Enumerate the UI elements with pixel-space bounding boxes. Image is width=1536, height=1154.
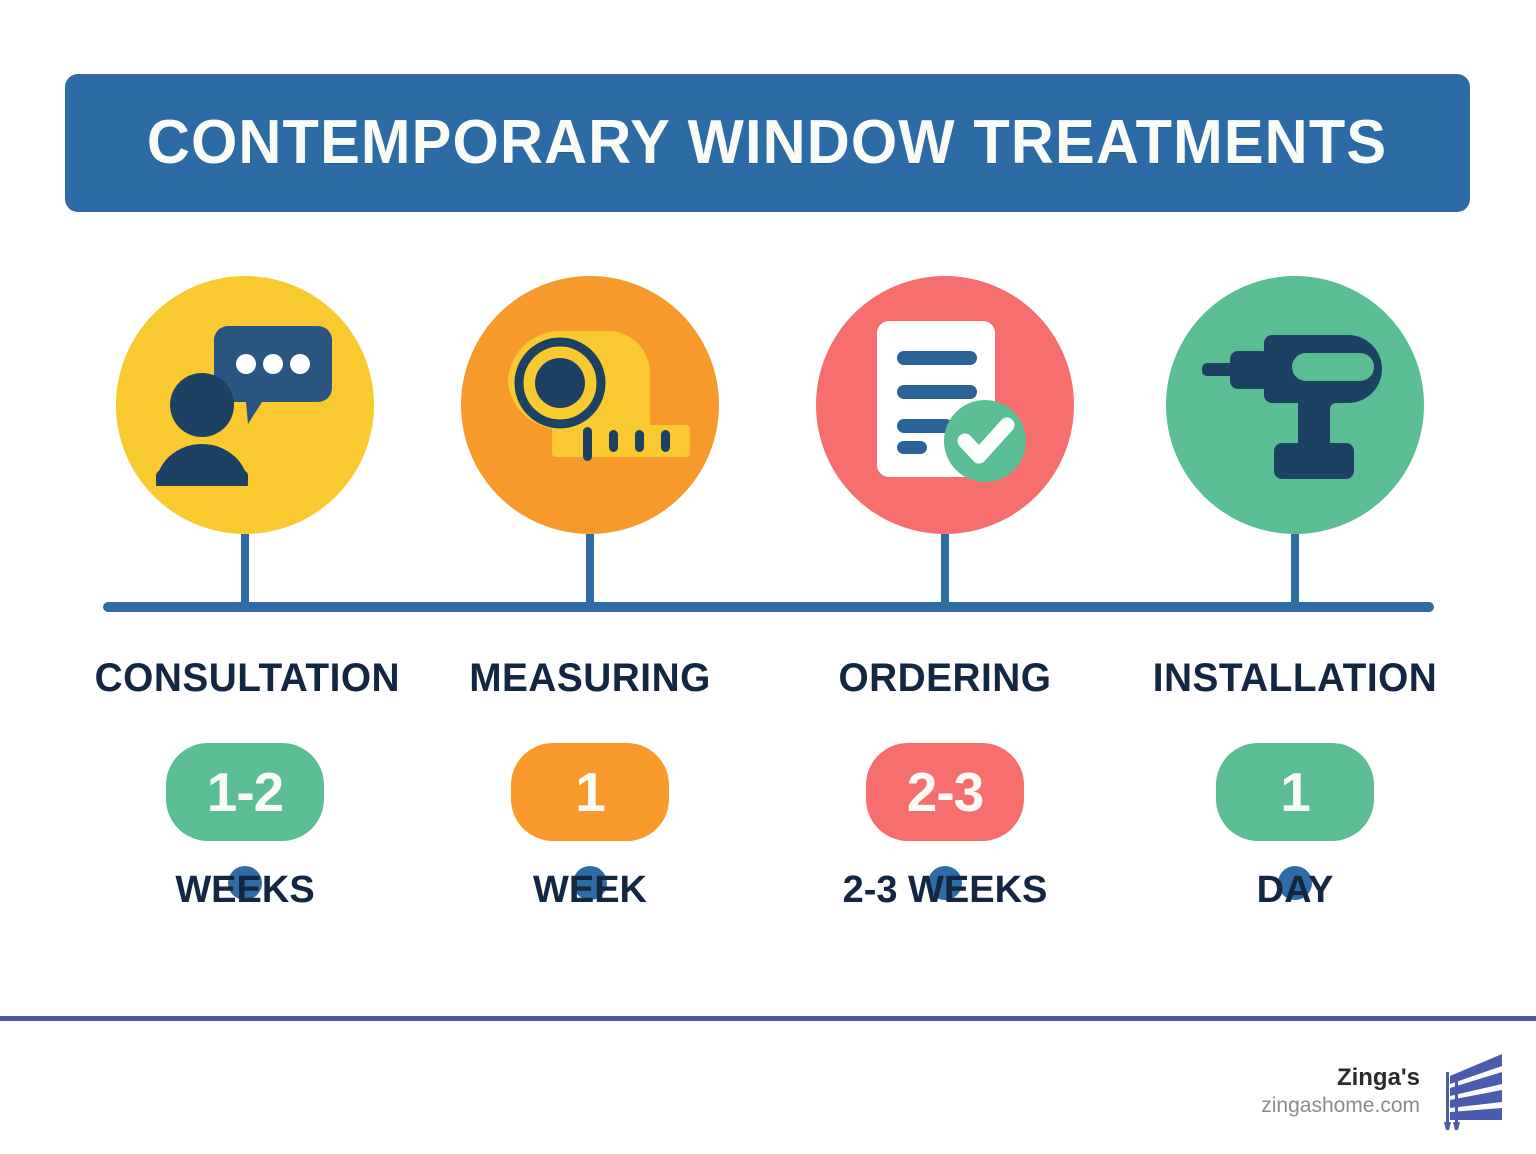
timeline-step-installation[interactable]: INSTALLATION 1 DAY	[1140, 276, 1450, 909]
timeline-node[interactable]	[228, 866, 262, 900]
timeline-node[interactable]	[573, 866, 607, 900]
power-drill-icon	[1202, 335, 1382, 479]
footer-divider	[0, 1016, 1536, 1021]
duration-badge-consultation: 1-2	[166, 743, 324, 841]
measuring-icon-circle	[461, 276, 719, 534]
step-label-measuring: MEASURING	[469, 656, 711, 700]
timeline-node[interactable]	[928, 866, 962, 900]
step-label-consultation: CONSULTATION	[94, 656, 401, 700]
timeline-step-consultation[interactable]: CONSULTATION 1-2 WEEKS	[90, 276, 400, 909]
timeline-node[interactable]	[1278, 866, 1312, 900]
person-speech-bubble-icon	[156, 326, 332, 486]
duration-unit-consultation: WEEKS	[175, 869, 315, 911]
duration-badge-measuring: 1	[511, 743, 669, 841]
ordering-icon-circle	[816, 276, 1074, 534]
duration-value: 2-3	[906, 760, 984, 823]
document-check-icon	[877, 321, 1026, 482]
duration-value: 1-2	[206, 760, 284, 823]
timeline-line	[103, 602, 1434, 612]
consultation-icon-circle	[116, 276, 374, 534]
timeline-step-ordering[interactable]: ORDERING 2-3 2-3 WEEKS	[790, 276, 1100, 909]
timeline-steps: CONSULTATION 1-2 WEEKS	[90, 276, 1450, 909]
duration-unit-measuring: WEEK	[533, 869, 647, 911]
step-label-ordering: ORDERING	[838, 656, 1052, 700]
duration-badge-installation: 1	[1216, 743, 1374, 841]
step-connector	[1291, 534, 1299, 609]
duration-badge-ordering: 2-3	[866, 743, 1024, 841]
duration-value: 1	[575, 760, 606, 823]
page-title: CONTEMPORARY WINDOW TREATMENTS	[147, 108, 1388, 177]
step-label-installation: INSTALLATION	[1152, 656, 1438, 700]
brand-url[interactable]: zingashome.com	[1261, 1093, 1420, 1117]
step-connector	[586, 534, 594, 609]
tape-measure-icon	[508, 331, 690, 461]
installation-icon-circle	[1166, 276, 1424, 534]
duration-value: 1	[1280, 760, 1311, 823]
duration-unit-installation: DAY	[1256, 869, 1334, 911]
footer: Zinga's zingashome.com	[1261, 1050, 1506, 1132]
window-blinds-logo	[1444, 1054, 1502, 1130]
brand-name: Zinga's	[1336, 1064, 1420, 1092]
footer-text: Zinga's zingashome.com	[1261, 1064, 1420, 1118]
step-connector	[941, 534, 949, 609]
step-connector	[241, 534, 249, 609]
timeline-step-measuring[interactable]: MEASURING 1 WEEK	[435, 276, 745, 909]
header-banner: CONTEMPORARY WINDOW TREATMENTS	[65, 74, 1470, 212]
duration-unit-ordering: 2-3 WEEKS	[842, 869, 1048, 911]
